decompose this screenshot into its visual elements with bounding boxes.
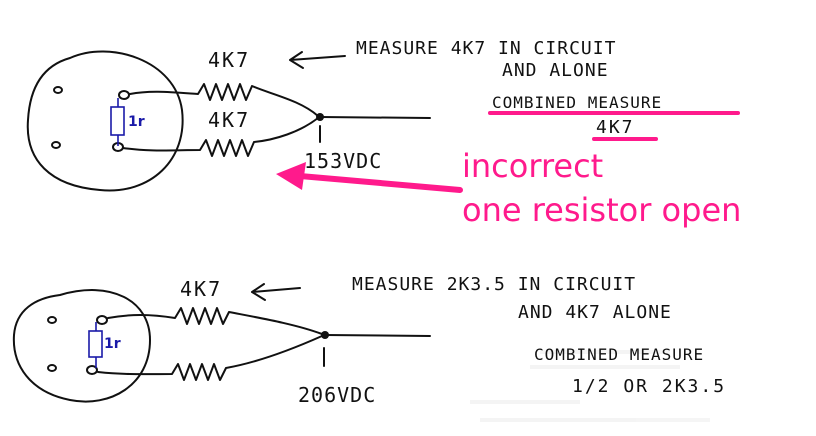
bottom-output-wire — [324, 334, 431, 337]
top-note-line2: AND ALONE — [502, 60, 609, 81]
annotation-line2: one resistor open — [462, 191, 741, 229]
top-pin-bl — [51, 141, 61, 149]
bottom-junction-dot — [321, 331, 329, 339]
top-socket-outline — [26, 50, 184, 192]
bottom-pin-bl — [47, 364, 57, 372]
top-combined-value: 4K7 — [596, 117, 635, 138]
bottom-circuit — [12, 283, 431, 403]
bottom-resistor-upper-label: 4K7 — [180, 277, 222, 301]
bottom-note-line2: AND 4K7 ALONE — [518, 302, 672, 323]
top-resistor-upper-label: 4K7 — [208, 48, 250, 72]
bottom-arrow — [251, 283, 301, 301]
bottom-pin-br — [86, 365, 98, 375]
bottom-inner-resistor — [88, 322, 103, 368]
bottom-wire-lower — [97, 335, 323, 381]
bottom-pin-tl — [47, 316, 57, 324]
top-voltage-label: 153VDC — [304, 149, 382, 173]
top-output-wire — [319, 116, 431, 119]
top-pin-tl — [53, 86, 63, 94]
top-arrow — [289, 51, 346, 69]
top-wire-lower — [122, 117, 319, 157]
top-inner-resistor-label: 1r — [128, 114, 145, 130]
top-wire-upper — [129, 83, 319, 117]
bottom-inner-resistor-label: 1r — [104, 336, 121, 352]
top-resistor-lower-label: 4K7 — [208, 108, 250, 132]
top-pin-tr — [118, 90, 130, 100]
top-combined-label: COMBINED MEASURE — [492, 93, 662, 112]
annotation-arrow — [276, 162, 463, 193]
bottom-combined-label: COMBINED MEASURE — [534, 345, 704, 364]
top-circuit — [26, 50, 431, 192]
faint-background-text — [470, 350, 710, 422]
bottom-combined-value: 1/2 OR 2K3.5 — [572, 376, 726, 397]
bottom-note-line1: MEASURE 2K3.5 IN CIRCUIT — [352, 274, 636, 295]
bottom-socket-outline — [12, 289, 151, 403]
top-inner-resistor — [110, 98, 125, 146]
bottom-pin-tr — [96, 315, 108, 325]
annotation-line1: incorrect — [462, 147, 603, 185]
bottom-wire-upper — [107, 307, 323, 335]
top-junction-dot — [316, 113, 324, 121]
bottom-voltage-label: 206VDC — [298, 383, 376, 407]
top-note-line1: MEASURE 4K7 IN CIRCUIT — [356, 38, 616, 59]
